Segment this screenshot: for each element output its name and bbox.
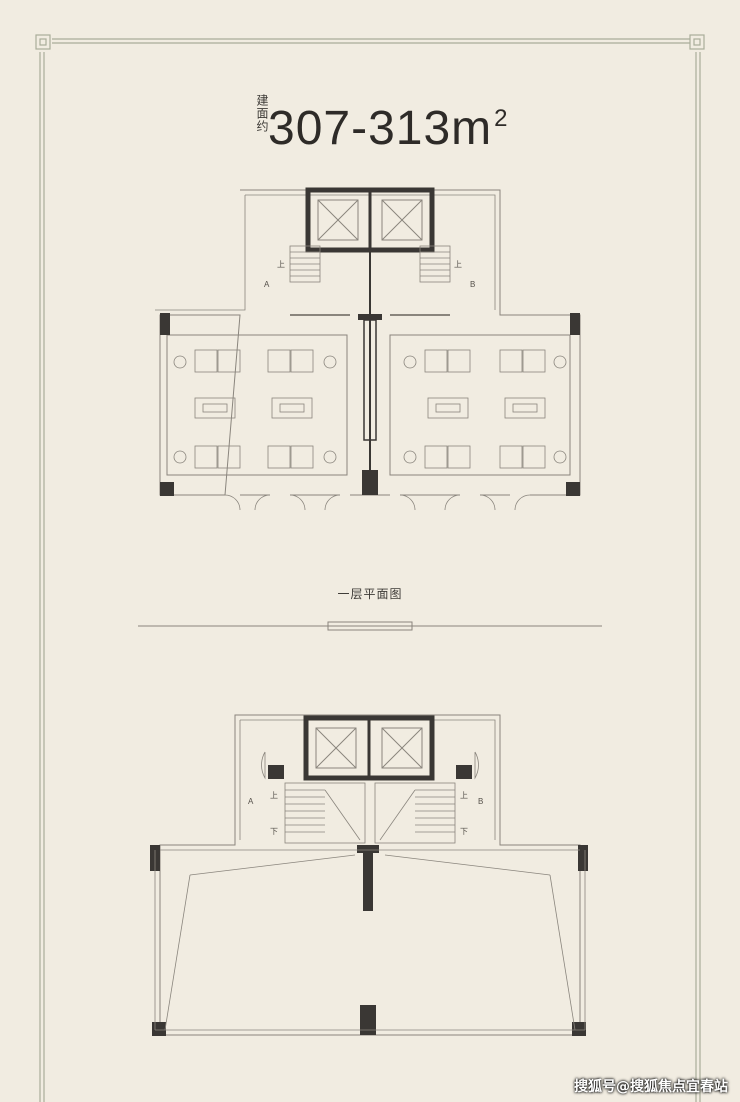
top-unit-a-label: A (264, 280, 270, 289)
bottom-stair-down-left-label: 下 (270, 827, 278, 836)
plan-separator (138, 621, 602, 631)
bottom-unit-a-label: A (248, 797, 254, 806)
area-value: 307-313m2 (268, 92, 509, 156)
watermark: 搜狐号@搜狐焦点宜春站 (574, 1079, 728, 1095)
bottom-stair-down-right-label: 下 (460, 827, 468, 836)
bottom-unit-b-label: B (478, 797, 484, 806)
area-label: 建面约 (255, 94, 269, 133)
decorative-frame (35, 34, 705, 1102)
top-stair-up-right-label: 上 (454, 260, 462, 269)
bottom-stair-up-left-label: 上 (270, 791, 278, 800)
plan-title: 一层平面图 (337, 587, 403, 601)
area-value-number: 307-313m (268, 102, 493, 155)
first-floor-plan (155, 187, 581, 511)
bottom-stair-up-right-label: 上 (460, 791, 468, 800)
area-unit-superscript: 2 (494, 105, 509, 132)
top-stair-up-left-label: 上 (277, 260, 285, 269)
second-floor-plan (150, 714, 588, 1036)
top-unit-b-label: B (470, 280, 476, 289)
